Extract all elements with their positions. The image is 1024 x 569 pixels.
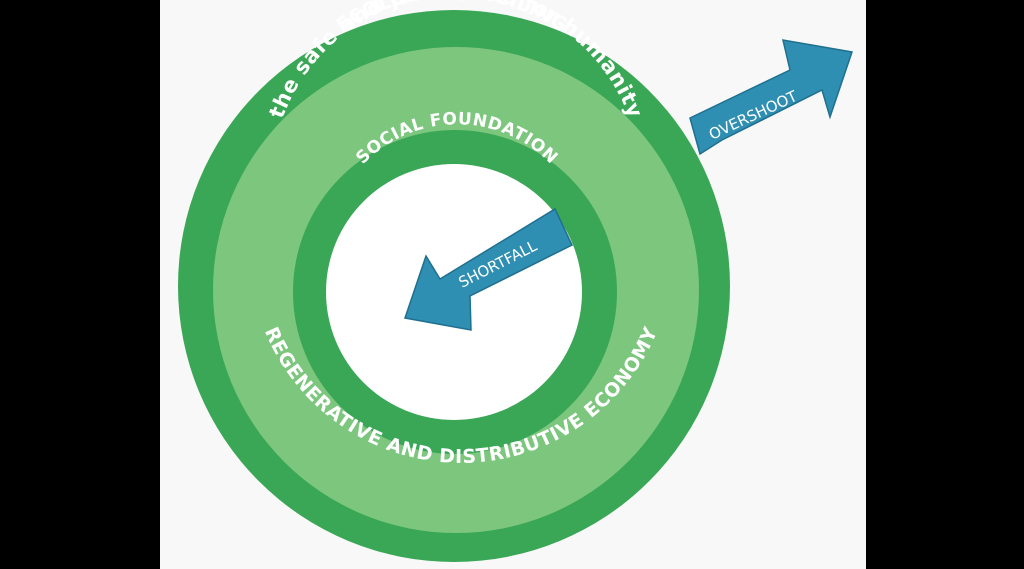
overshoot-arrow: OVERSHOOT xyxy=(689,39,853,156)
shortfall-arrow-shape xyxy=(404,207,573,331)
overshoot-arrow-shape xyxy=(689,39,853,156)
